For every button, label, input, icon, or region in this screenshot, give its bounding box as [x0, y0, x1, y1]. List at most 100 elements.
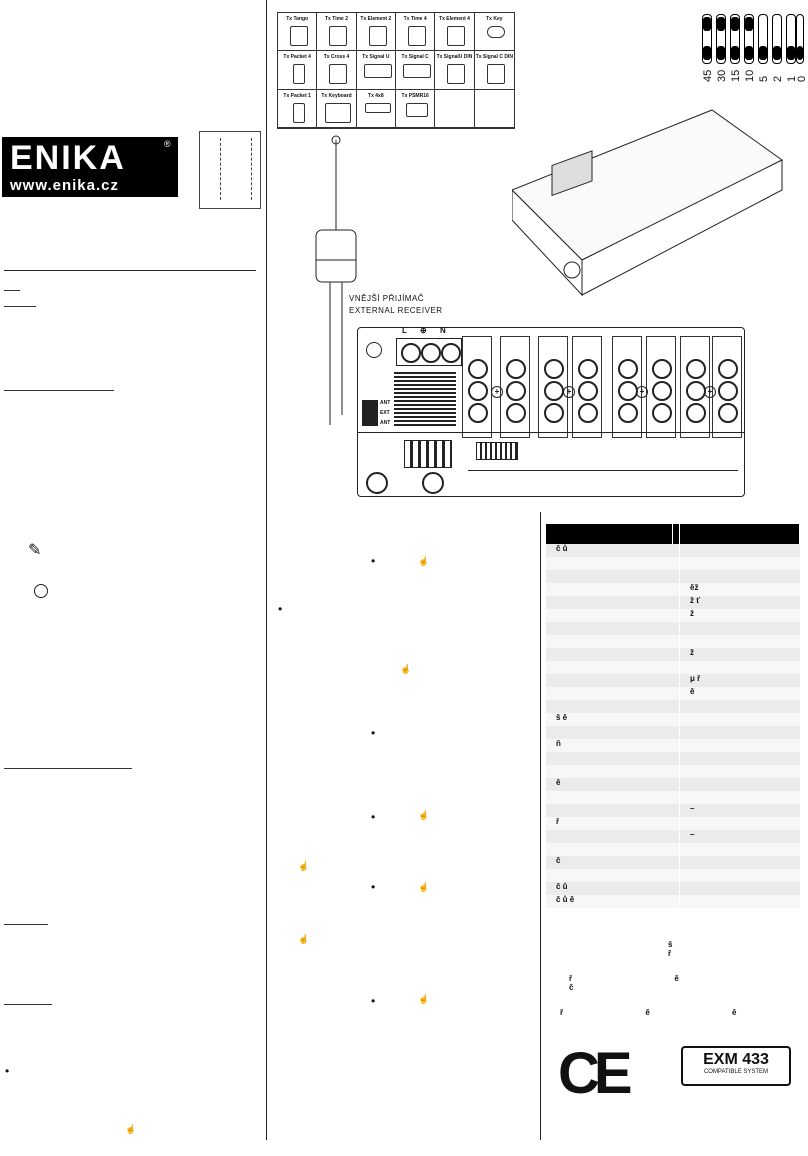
dip-switch: [744, 14, 754, 64]
transmitter-grid: Tx Tango Tx Time 2 Tx Element 2 Tx Time …: [277, 12, 515, 129]
spec-row: [546, 843, 800, 856]
clock-icon: [34, 584, 48, 598]
hand-icon: ☝: [418, 810, 430, 820]
spec-cell: [546, 843, 690, 856]
spec-row: [546, 557, 800, 570]
spec-cell: ž: [690, 609, 694, 618]
spec-cell: [546, 661, 690, 674]
spec-row: [546, 570, 800, 583]
prog-button[interactable]: [366, 472, 388, 494]
spec-cell: ě: [690, 687, 695, 696]
spec-cell: č: [556, 856, 561, 865]
spec-table-header: [546, 524, 800, 544]
spec-row: č ů ě: [546, 895, 800, 908]
dip-switch: [796, 14, 804, 64]
spec-row: μ ř: [546, 674, 800, 687]
spec-row: –: [546, 804, 800, 817]
spec-cell: [546, 635, 690, 648]
spec-cell: [690, 726, 800, 739]
external-receiver-drawing: [315, 135, 357, 425]
plus-terminal-icon: +: [563, 386, 575, 398]
tx-cell: Tx Signal U: [356, 51, 396, 90]
spec-cell: š ě: [556, 713, 568, 722]
spec-cell: ř: [556, 817, 560, 826]
spec-row: [546, 869, 800, 882]
receiver-label-en: EXTERNAL RECEIVER: [349, 306, 443, 315]
spec-row: [546, 635, 800, 648]
spec-cell: [546, 700, 690, 713]
note-line: ř ě ě: [560, 1008, 777, 1017]
tx-cell: Tx Time 4: [395, 13, 436, 52]
hand-icon: ☝: [400, 664, 412, 674]
spec-cell: [690, 544, 800, 557]
spec-cell: –: [690, 830, 695, 839]
ant-label: ANT: [380, 400, 391, 406]
dip-switch: [786, 14, 796, 64]
board-divider: [358, 432, 744, 433]
spec-table-divider: [679, 524, 680, 944]
spec-row: ř: [546, 817, 800, 830]
spec-cell: [546, 557, 690, 570]
spec-row: [546, 622, 800, 635]
spec-cell: [546, 674, 690, 687]
tool-icon: ✎: [28, 542, 42, 559]
bullet-icon: •: [278, 602, 283, 616]
tx-cell: Tx Signal C DIN: [474, 51, 514, 90]
spec-row: [546, 661, 800, 674]
note-line: ř ě č: [569, 974, 729, 992]
spec-row: ž: [546, 609, 800, 622]
bullet-icon: •: [5, 1064, 10, 1078]
registered-mark: ®: [164, 139, 171, 149]
spec-cell: ěž: [690, 583, 699, 592]
spec-row: –: [546, 830, 800, 843]
spec-cell: ň: [556, 739, 561, 748]
spec-cell: –: [690, 804, 695, 813]
spec-row: ž: [546, 648, 800, 661]
hand-icon: ☝: [418, 882, 430, 892]
tx-cell: Tx Time 2: [317, 13, 357, 52]
antenna-terminal-block: [362, 400, 378, 426]
tx-cell: Tx PSMR16: [395, 89, 436, 128]
output-column: [712, 336, 742, 438]
dip-label: 45: [702, 69, 714, 82]
heading-underline: [4, 924, 48, 925]
spec-cell: [546, 791, 690, 804]
output-column: [462, 336, 492, 438]
dip-switch: [772, 14, 782, 64]
spec-row: č ů: [546, 544, 800, 557]
spec-cell: [546, 687, 690, 700]
spec-cell: [546, 596, 690, 609]
heading-underline: [4, 290, 20, 291]
dip-label: 15: [730, 69, 742, 82]
spec-cell: [546, 869, 690, 882]
terminal-N: N: [440, 326, 446, 335]
tx-cell: [435, 89, 475, 128]
bullet-icon: •: [371, 994, 376, 1008]
bullet-icon: •: [371, 726, 376, 740]
tx-cell: [474, 90, 514, 128]
spec-cell: [546, 622, 690, 635]
spec-cell: č ů ě: [556, 895, 575, 904]
spec-cell: [690, 713, 800, 726]
spec-cell: ž ť: [690, 596, 701, 605]
channel-rail: [468, 470, 738, 471]
reset-button[interactable]: [422, 472, 444, 494]
exm-subtitle: COMPATIBLE SYSTEM: [703, 1069, 769, 1075]
spec-cell: [546, 570, 690, 583]
dip-label: 0: [796, 75, 808, 82]
spec-row: ěž: [546, 583, 800, 596]
output-column: [572, 336, 602, 438]
spec-cell: [690, 700, 800, 713]
plus-terminal-icon: +: [704, 386, 716, 398]
output-column: [646, 336, 676, 438]
spec-cell: [690, 843, 800, 856]
hand-icon: ☝: [125, 1124, 137, 1134]
plus-terminal-icon: +: [491, 386, 503, 398]
tx-cell: Tx Element 2: [356, 13, 396, 52]
spec-row: [546, 752, 800, 765]
section-rule: [4, 270, 256, 271]
spec-cell: [690, 895, 800, 908]
unit-3d-drawing: [512, 109, 783, 297]
heading-underline: [4, 390, 114, 391]
